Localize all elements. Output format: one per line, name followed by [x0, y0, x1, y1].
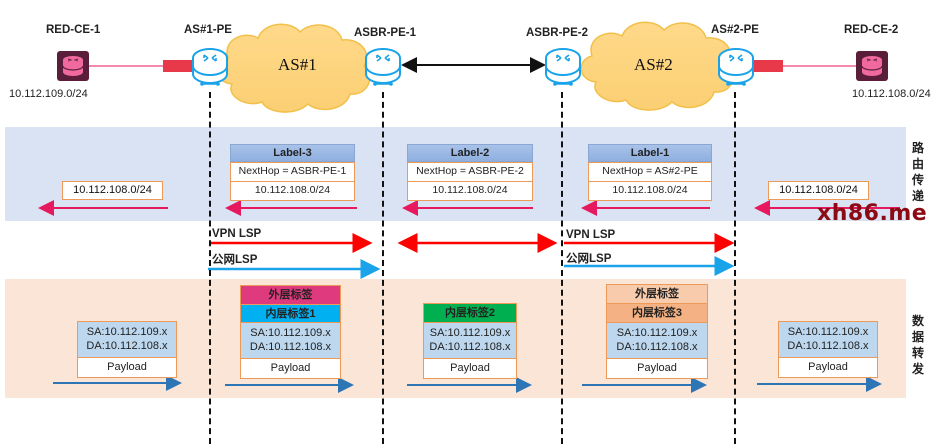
router-icon-as2-pe: [718, 48, 754, 86]
packet-2-payload: Payload: [240, 359, 341, 379]
interface-block-left: [163, 60, 195, 72]
route-label-header-2: Label-2: [407, 144, 533, 162]
destination-address: DA:10.112.108.x: [429, 341, 511, 353]
forward-label-char: 发: [911, 362, 924, 376]
cloud-label-as1: AS#1: [278, 55, 317, 74]
divider-asbr-pe-1: [382, 92, 384, 444]
source-address: SA:10.112.109.x: [250, 327, 331, 339]
divider-asbr-pe-2: [561, 92, 563, 444]
route-prefix-1: 10.112.108.0/24: [230, 181, 355, 201]
route-label-header-1: Label-3: [230, 144, 355, 162]
cloud-label-as2: AS#2: [634, 55, 673, 74]
route-prefix-box-5: 10.112.108.0/24: [768, 181, 869, 200]
cloud-icon-as1: [216, 23, 371, 113]
route-label-char: 路: [911, 141, 924, 155]
packet-4-payload: Payload: [606, 359, 708, 379]
route-nexthop-2: NextHop = ASBR-PE-2: [407, 162, 533, 182]
packet-2-inner-label: 内层标签1: [240, 304, 341, 323]
node-label-as1-pe: AS#1-PE: [184, 24, 232, 36]
data-forwarding-label: 数 据 转 发: [911, 313, 925, 377]
source-address: SA:10.112.109.x: [616, 327, 698, 339]
packet-2-outer-label: 外层标签: [240, 285, 341, 305]
packet-4-outer-label: 外层标签: [606, 284, 708, 304]
router-icon-asbr-pe-1: [365, 48, 401, 86]
divider-as1-pe: [209, 92, 211, 444]
vpn-lsp-label-left: VPN LSP: [212, 228, 262, 240]
route-prefix-box-1: 10.112.108.0/24: [62, 181, 163, 200]
network-label-red-ce-1: 10.112.109.0/24: [9, 88, 88, 100]
node-label-red-ce-2: RED-CE-2: [844, 24, 899, 36]
forward-label-char: 数: [911, 314, 924, 328]
network-label-red-ce-2: 10.112.108.0/24: [852, 88, 931, 100]
node-label-as2-pe: AS#2-PE: [711, 24, 759, 36]
packet-1-ip-header: SA:10.112.109.x DA:10.112.108.x: [77, 321, 177, 358]
storage-router-icon-red-ce-2: [856, 51, 888, 81]
route-label-char: 递: [911, 189, 924, 203]
watermark: xh86.me: [817, 201, 928, 226]
packet-3-ip-header: SA:10.112.109.x DA:10.112.108.x: [423, 322, 517, 359]
vpn-lsp-label-right: VPN LSP: [566, 229, 616, 241]
public-lsp-label-left: 公网LSP: [212, 254, 258, 266]
destination-address: DA:10.112.108.x: [86, 340, 168, 352]
packet-2-ip-header: SA:10.112.109.x DA:10.112.108.x: [240, 322, 341, 359]
route-prefix-2: 10.112.108.0/24: [407, 181, 533, 201]
route-nexthop-3: NextHop = AS#2-PE: [588, 162, 712, 182]
node-label-asbr-pe-1: ASBR-PE-1: [354, 27, 416, 39]
destination-address: DA:10.112.108.x: [787, 340, 869, 352]
source-address: SA:10.112.109.x: [86, 326, 168, 338]
node-label-red-ce-1: RED-CE-1: [46, 24, 101, 36]
forward-label-char: 转: [911, 346, 924, 360]
interface-block-right: [753, 60, 783, 72]
forward-label-char: 据: [911, 330, 924, 344]
node-label-asbr-pe-2: ASBR-PE-2: [526, 27, 588, 39]
router-icon-asbr-pe-2: [545, 48, 581, 86]
destination-address: DA:10.112.108.x: [616, 341, 698, 353]
divider-as2-pe: [734, 92, 736, 444]
source-address: SA:10.112.109.x: [787, 326, 869, 338]
packet-3-payload: Payload: [423, 359, 517, 379]
route-label-char: 由: [911, 157, 924, 171]
packet-4-ip-header: SA:10.112.109.x DA:10.112.108.x: [606, 322, 708, 359]
route-propagation-label: 路 由 传 递: [911, 140, 925, 204]
router-icon-as1-pe: [192, 48, 228, 86]
source-address: SA:10.112.109.x: [429, 327, 511, 339]
destination-address: DA:10.112.108.x: [249, 341, 332, 353]
packet-1-payload: Payload: [77, 358, 177, 378]
packet-5-ip-header: SA:10.112.109.x DA:10.112.108.x: [778, 321, 878, 358]
packet-3-inner-label: 内层标签2: [423, 303, 517, 323]
route-nexthop-1: NextHop = ASBR-PE-1: [230, 162, 355, 182]
route-label-char: 传: [911, 173, 924, 187]
packet-4-inner-label: 内层标签3: [606, 303, 708, 323]
route-label-header-3: Label-1: [588, 144, 712, 162]
route-prefix-3: 10.112.108.0/24: [588, 181, 712, 201]
packet-5-payload: Payload: [778, 358, 878, 378]
public-lsp-label-right: 公网LSP: [566, 253, 612, 265]
storage-router-icon-red-ce-1: [57, 51, 89, 81]
